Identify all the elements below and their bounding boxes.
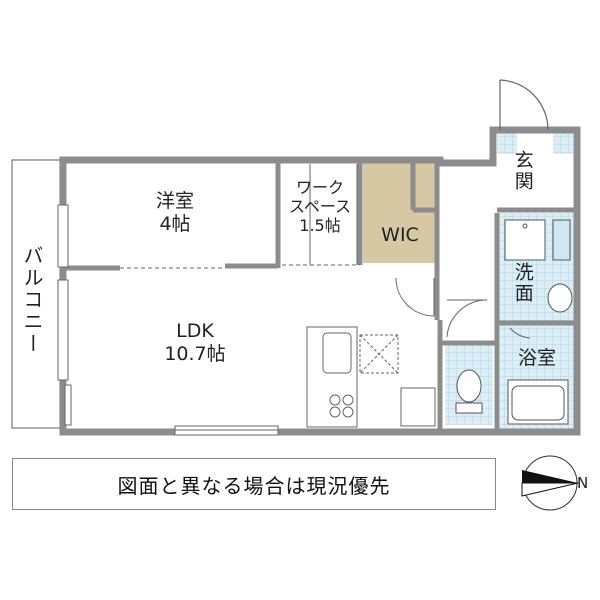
washroom-fixtures [504,219,573,313]
ldk-name: LDK [176,320,214,342]
bathroom-label: 浴室 [517,347,556,369]
washroom-label: 洗面 [511,262,534,304]
western-room-name: 洋室 [155,190,194,212]
inner-walls [63,160,577,432]
work-space-line2: スペース [288,197,352,217]
interior-doors [395,277,531,339]
wic-label: WIC [381,224,419,246]
compass-label: N [577,474,589,492]
entrance-door [499,79,549,131]
western-room-label: 洋室 4帖 [130,190,220,236]
ldk-label: LDK 10.7帖 [140,320,250,366]
walls [59,126,581,436]
western-room-size: 4帖 [159,212,191,235]
entrance-label: 玄関 [511,150,534,192]
work-space-size: 1.5帖 [299,216,341,236]
entrance-window-right [553,132,573,154]
kitchen-counter [306,326,436,428]
windows [57,204,279,436]
work-space-line1: ワーク [295,178,344,197]
north-arrow-icon [521,455,579,511]
bathtub [507,379,569,425]
entrance-window-left [497,132,517,154]
partition-lines [120,164,360,269]
balcony [11,159,61,429]
disclaimer-note: 図面と異なる場合は現況優先 [12,458,496,510]
ldk-size: 10.7帖 [164,342,226,365]
work-space-label: ワーク スペース 1.5帖 [280,178,360,236]
toilet [455,369,483,414]
wic-area [363,163,437,263]
balcony-label: バルコニー [20,245,44,355]
